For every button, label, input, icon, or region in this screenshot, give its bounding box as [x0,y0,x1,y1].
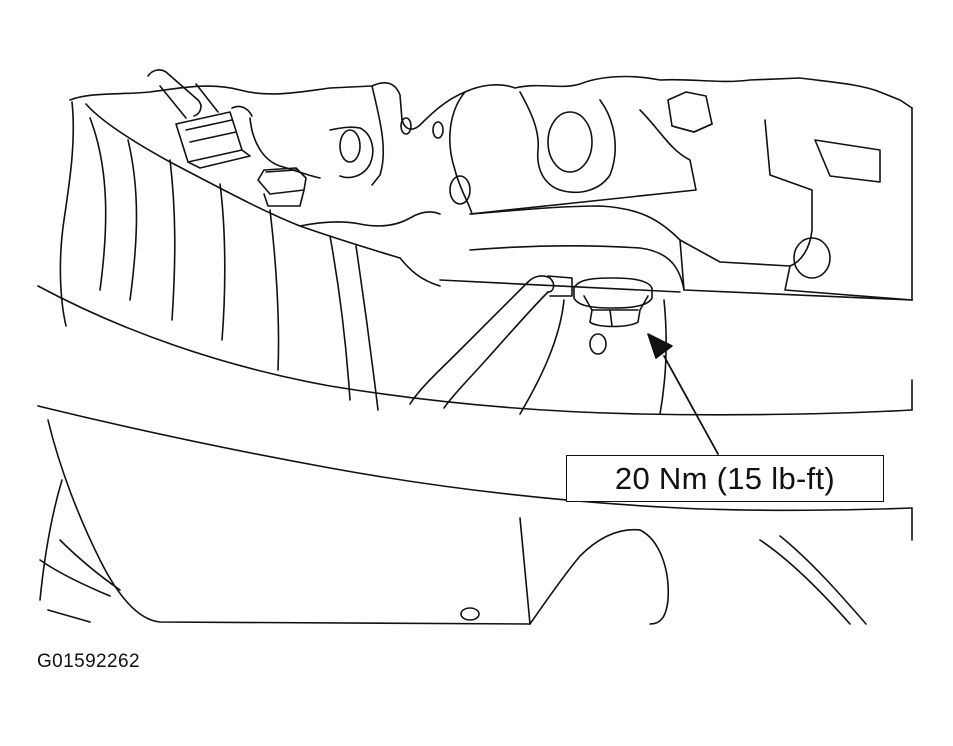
callout-leader [647,333,719,455]
arrowhead [647,333,673,359]
crossmember [37,285,913,541]
figure-id-label: G01592262 [37,651,140,672]
oil-line-pipe [409,275,573,409]
fuel-line-fitting [147,69,253,169]
oil-pan-sump [39,419,867,625]
mount-bracket [439,205,913,301]
torque-spec-label: 20 Nm (15 lb-ft) [566,455,884,502]
upper-bolt [257,167,307,207]
engine-block-casting [69,75,913,301]
